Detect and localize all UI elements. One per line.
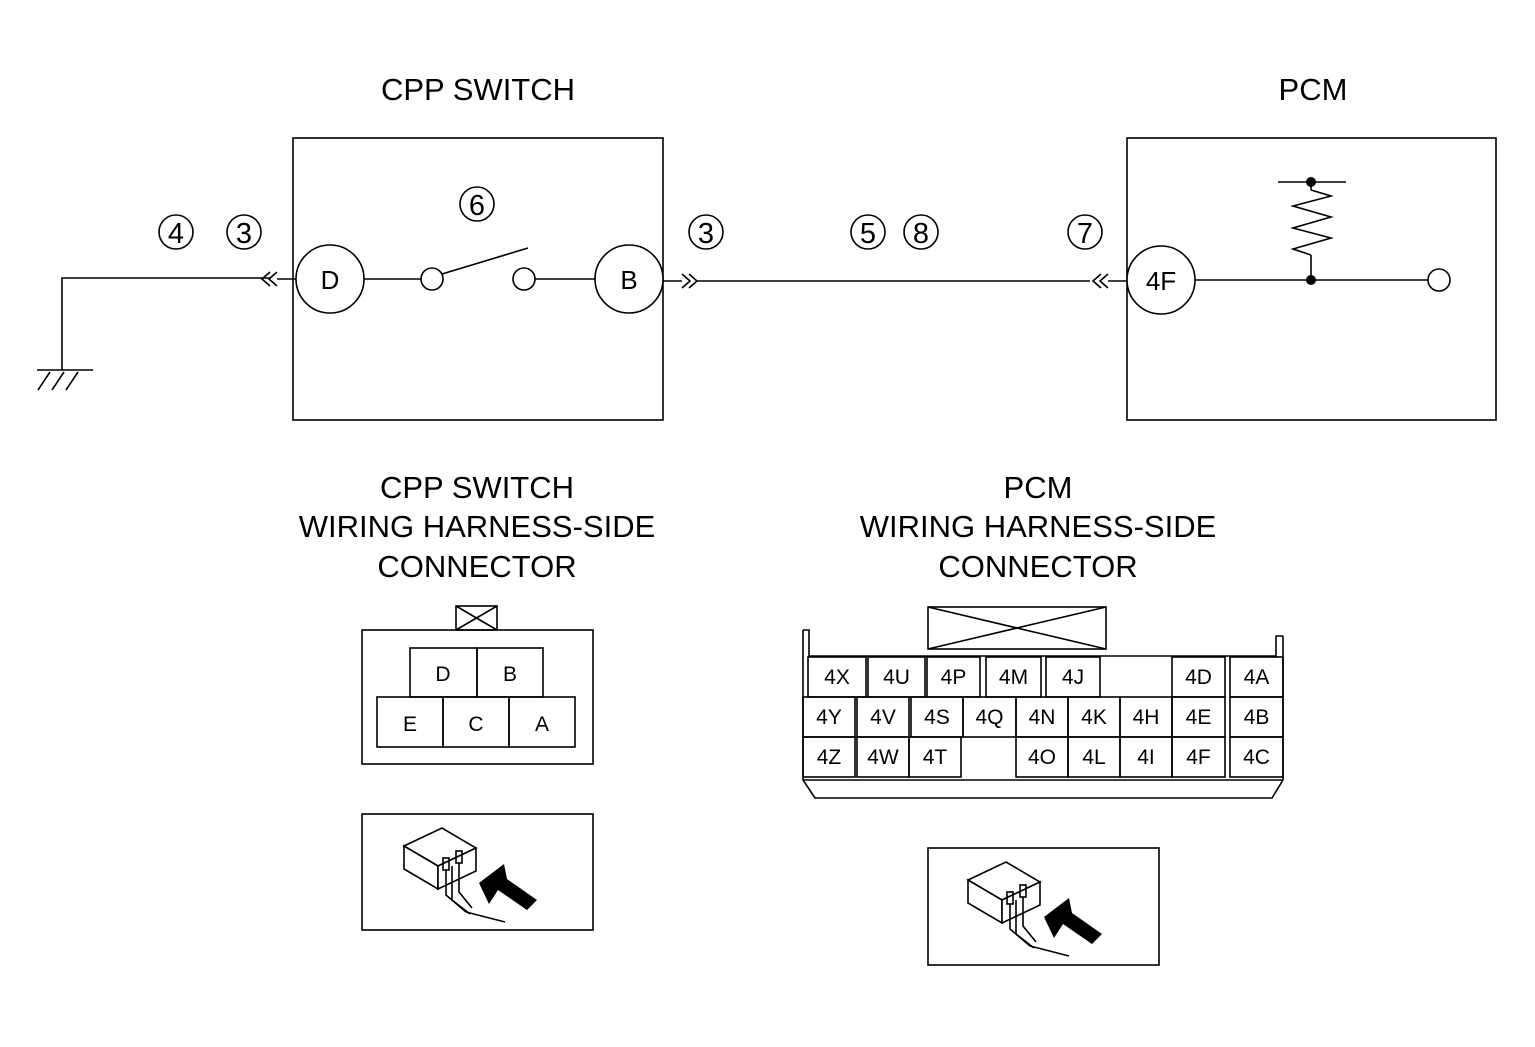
pcm-pin-4n: 4N <box>1029 706 1056 729</box>
connector-arrow-left-d <box>260 271 296 287</box>
pcm-pin-cell <box>1229 736 1284 778</box>
pcm-title: PCM <box>1279 72 1348 107</box>
cpp-switch-title: CPP SWITCH <box>381 72 575 107</box>
cpp-pin-d: D <box>435 663 450 686</box>
terminal-b <box>594 244 664 314</box>
pcm-pin-4c: 4C <box>1243 746 1270 769</box>
svg-text:8: 8 <box>913 218 929 250</box>
cpp-pin-b: B <box>503 663 517 686</box>
pcm-pin-4p: 4P <box>941 666 967 689</box>
step-marker-4: 4 <box>158 214 194 250</box>
step-marker-8: 8 <box>903 214 939 250</box>
step-marker-3-right: 3 <box>688 214 724 250</box>
svg-text:PCM: PCM <box>1004 470 1073 505</box>
pcm-connector-title: PCM WIRING HARNESS-SIDE CONNECTOR <box>860 470 1217 584</box>
svg-text:CONNECTOR: CONNECTOR <box>938 549 1137 584</box>
lock-tab-cross-icon <box>455 605 498 631</box>
terminal-b-label: B <box>620 265 637 295</box>
pcm-pin-4o: 4O <box>1028 746 1056 769</box>
lock-tab-cross-icon <box>927 606 1107 650</box>
pcm-pin-4v: 4V <box>870 706 896 729</box>
svg-text:CPP SWITCH: CPP SWITCH <box>380 470 574 505</box>
pcm-pin-4d: 4D <box>1185 666 1212 689</box>
cpp-connector-face: D B E C A <box>361 605 594 765</box>
cpp-connector-title: CPP SWITCH WIRING HARNESS-SIDE CONNECTOR <box>299 470 656 584</box>
pcm-pin-4f: 4F <box>1186 746 1211 769</box>
svg-text:4: 4 <box>168 218 184 250</box>
cpp-pin-e: E <box>403 713 417 736</box>
pcm-pin-4j: 4J <box>1062 666 1084 689</box>
cpp-switch-contacts <box>364 247 595 291</box>
step-marker-3-left: 3 <box>226 214 262 250</box>
cpp-pin-c: C <box>468 713 483 736</box>
connector-view-arrow-icon <box>402 827 537 923</box>
pcm-pin-4z: 4Z <box>817 746 842 769</box>
cpp-pin-a: A <box>535 713 549 736</box>
connector-arrow-right-b <box>663 273 699 289</box>
svg-text:CONNECTOR: CONNECTOR <box>377 549 576 584</box>
pcm-pin-cell <box>802 736 856 778</box>
pcm-pin-4a: 4A <box>1244 666 1270 689</box>
pcm-pin-4y: 4Y <box>816 706 842 729</box>
terminal-4f-label: 4F <box>1146 266 1176 296</box>
pcm-pin-4q: 4Q <box>975 706 1003 729</box>
cpp-connector-view-illustration <box>361 813 594 931</box>
pcm-pin-4x: 4X <box>824 666 850 689</box>
pcm-pin-cell <box>908 736 962 778</box>
svg-text:5: 5 <box>860 218 876 250</box>
svg-text:3: 3 <box>236 218 252 250</box>
pcm-pin-4l: 4L <box>1082 746 1105 769</box>
ground-symbol <box>37 277 270 391</box>
pcm-connector-face: 4X 4U 4P 4M 4J 4D 4A 4Y 4V 4S 4Q 4N 4K 4H 4E 4B 4Z 4W 4T 4O… <box>802 606 1284 799</box>
pcm-pin-4t: 4T <box>923 746 948 769</box>
svg-text:WIRING HARNESS-SIDE: WIRING HARNESS-SIDE <box>860 509 1217 544</box>
svg-text:6: 6 <box>469 190 485 222</box>
step-marker-5: 5 <box>850 214 886 250</box>
pcm-pin-4k: 4K <box>1081 706 1107 729</box>
svg-text:7: 7 <box>1077 218 1093 250</box>
step-marker-6: 6 <box>459 186 495 222</box>
pcm-pin-4b: 4B <box>1244 706 1270 729</box>
pcm-pin-4h: 4H <box>1133 706 1160 729</box>
svg-text:WIRING HARNESS-SIDE: WIRING HARNESS-SIDE <box>299 509 656 544</box>
pcm-pin-4u: 4U <box>883 666 910 689</box>
step-marker-7: 7 <box>1067 214 1103 250</box>
pcm-pin-4m: 4M <box>999 666 1028 689</box>
connector-arrow-left-4f <box>1091 273 1127 289</box>
pcm-pin-4e: 4E <box>1186 706 1212 729</box>
pcm-connector-view-illustration <box>927 847 1160 966</box>
pcm-internal-circuit <box>1195 177 1451 292</box>
pcm-pin-cell <box>1171 736 1226 778</box>
pcm-pin-4w: 4W <box>867 746 899 769</box>
terminal-d-label: D <box>321 265 340 295</box>
pcm-pin-4s: 4S <box>924 706 950 729</box>
connector-view-arrow-icon <box>966 861 1102 957</box>
pcm-pin-4i: 4I <box>1137 746 1155 769</box>
svg-text:3: 3 <box>698 218 714 250</box>
